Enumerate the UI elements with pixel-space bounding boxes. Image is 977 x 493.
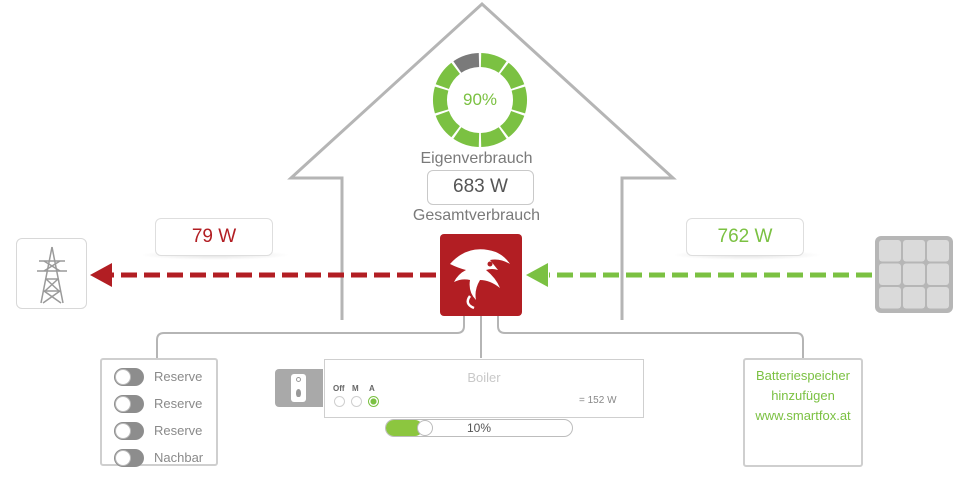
- relay-panel: Reserve Reserve Reserve Nachbar: [100, 358, 218, 467]
- self-consumption-percent: 90%: [462, 90, 498, 109]
- mode-off-radio[interactable]: [334, 396, 345, 407]
- battery-text-line1: Batteriespeicher: [756, 368, 850, 383]
- solar-tile[interactable]: [875, 236, 953, 313]
- ring-segment: [433, 86, 449, 114]
- solar-cell: [903, 263, 925, 285]
- ring-segment: [511, 86, 527, 114]
- solar-cell: [927, 287, 949, 309]
- boiler-level-slider[interactable]: 10%: [385, 419, 573, 437]
- mode-manual-label: M: [352, 384, 359, 393]
- solar-panel-icon: [879, 240, 949, 309]
- solar-cell: [903, 240, 925, 262]
- power-pylon-icon: [37, 246, 67, 304]
- house-outline: [287, 1, 677, 320]
- ring-segment: [480, 126, 507, 147]
- battery-connector: [497, 316, 804, 358]
- grid-power-value: 79 W: [155, 218, 273, 256]
- battery-text-line2: hinzufügen: [771, 388, 835, 403]
- solar-cell: [879, 287, 901, 309]
- grid-tile[interactable]: [16, 238, 87, 309]
- total-consumption-value: 683 W: [427, 170, 534, 205]
- relay-row: Reserve: [114, 363, 216, 390]
- relay-connector: [156, 316, 465, 358]
- self-consumption-ring: [433, 53, 527, 147]
- boiler-power: = 152 W: [579, 395, 617, 406]
- ring-segment: [435, 110, 461, 138]
- controller-tile[interactable]: [440, 234, 522, 316]
- relay-toggle[interactable]: [114, 448, 144, 467]
- boiler-mode-selector: Off M A: [333, 384, 381, 408]
- boiler-tab[interactable]: [275, 369, 323, 407]
- mode-off-label: Off: [333, 384, 345, 393]
- boiler-icon: [291, 374, 306, 402]
- ring-segment: [453, 53, 480, 74]
- boiler-level-thumb[interactable]: [417, 420, 433, 436]
- relay-row: Reserve: [114, 390, 216, 417]
- boiler-level-label: 10%: [466, 421, 492, 435]
- solar-cell: [927, 240, 949, 262]
- ring-segment: [499, 62, 525, 90]
- relay-toggle[interactable]: [114, 421, 144, 440]
- relay-toggle[interactable]: [114, 367, 144, 386]
- ring-segment: [480, 53, 507, 74]
- battery-panel[interactable]: Batteriespeicher hinzufügen www.smartfox…: [743, 358, 863, 467]
- mode-manual-radio[interactable]: [351, 396, 362, 407]
- solar-cell: [879, 263, 901, 285]
- mode-auto-radio[interactable]: [368, 396, 379, 407]
- relay-label: Nachbar: [154, 450, 204, 465]
- solar-flow-arrowhead: [526, 263, 548, 287]
- solar-cell: [879, 240, 901, 262]
- ring-segment: [453, 126, 480, 147]
- relay-label: Reserve: [154, 423, 203, 438]
- ring-segment: [435, 62, 461, 90]
- relay-label: Reserve: [154, 396, 203, 411]
- mode-auto-label: A: [369, 384, 375, 393]
- total-consumption-label: Gesamtverbrauch: [412, 207, 541, 224]
- boiler-level-fill: [386, 420, 423, 436]
- relay-row: Reserve: [114, 417, 216, 444]
- relay-row: Nachbar: [114, 444, 216, 471]
- grid-flow-arrowhead: [90, 263, 112, 287]
- ring-segment: [499, 110, 525, 138]
- smartfox-logo-icon: [450, 249, 510, 310]
- solar-cell: [927, 263, 949, 285]
- solar-power-value: 762 W: [686, 218, 804, 256]
- solar-cell: [903, 287, 925, 309]
- relay-toggle[interactable]: [114, 394, 144, 413]
- battery-link[interactable]: www.smartfox.at: [755, 408, 851, 423]
- boiler-panel: Boiler Off M A 10% = 152 W: [324, 359, 644, 437]
- self-consumption-gauge: 90%: [430, 50, 530, 150]
- relay-label: Reserve: [154, 369, 203, 384]
- boiler-title: Boiler: [467, 370, 501, 385]
- self-consumption-label: Eigenverbrauch: [420, 150, 533, 167]
